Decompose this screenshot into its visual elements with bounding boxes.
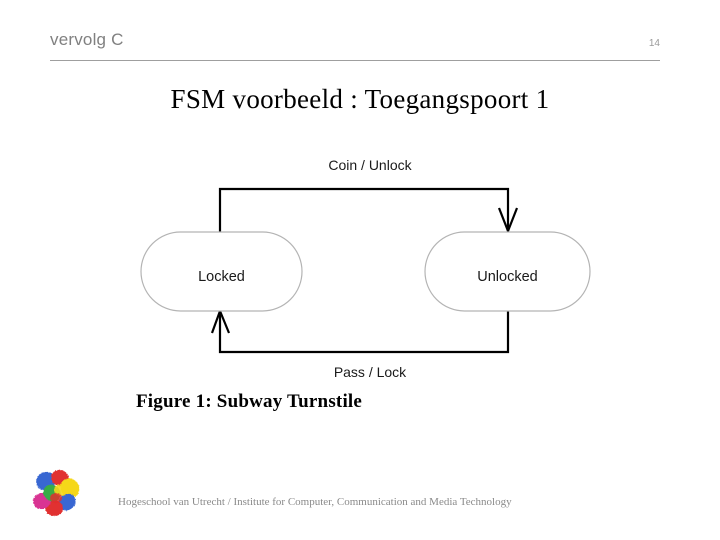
state-node-locked[interactable]: Locked xyxy=(140,231,303,312)
footer-institution-text: Hogeschool van Utrecht / Institute for C… xyxy=(118,496,512,508)
state-unlocked-shape[interactable] xyxy=(424,231,591,312)
transition-label-pass-lock: Pass / Lock xyxy=(334,364,407,380)
header-divider xyxy=(50,60,660,61)
state-node-unlocked[interactable]: Unlocked xyxy=(424,231,591,312)
page-number: 14 xyxy=(648,38,660,49)
transition-pass-lock-line xyxy=(218,310,510,354)
state-label-unlocked: Unlocked xyxy=(477,269,537,285)
fsm-diagram: Coin / Unlock Pass / Lock Locked Unlocke… xyxy=(120,145,620,395)
state-locked-shape[interactable] xyxy=(140,231,303,312)
transition-coin-unlock-line xyxy=(218,187,510,232)
transition-pass-lock: Pass / Lock xyxy=(210,307,510,380)
hogeschool-utrecht-pinwheel-logo-icon xyxy=(30,468,82,520)
logo-svg xyxy=(33,469,80,517)
fsm-diagram-svg: Coin / Unlock Pass / Lock Locked Unlocke… xyxy=(140,157,591,380)
page-title: FSM voorbeeld : Toegangspoort 1 xyxy=(170,84,550,114)
figure-caption: Figure 1: Subway Turnstile xyxy=(136,391,363,412)
header-title: vervolg C xyxy=(50,30,124,49)
transition-label-coin-unlock: Coin / Unlock xyxy=(328,157,412,173)
slide-header: vervolg C 14 xyxy=(50,30,660,62)
arrowhead-down-icon xyxy=(497,207,519,235)
state-label-locked: Locked xyxy=(198,269,245,285)
transition-coin-unlock: Coin / Unlock xyxy=(218,157,519,235)
